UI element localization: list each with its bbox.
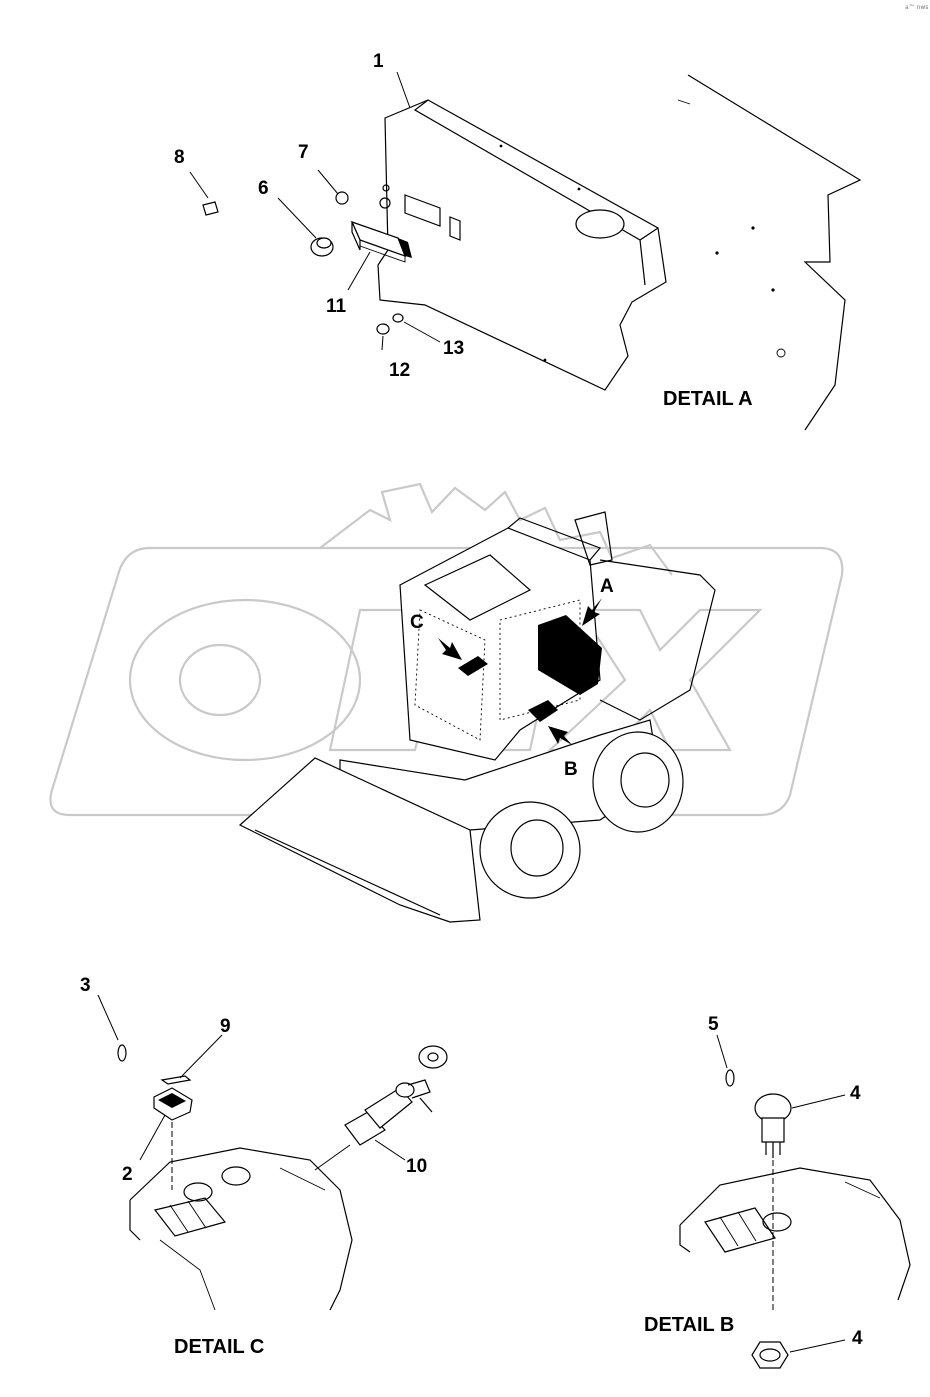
corner-mark: a™ nws — [905, 4, 928, 11]
knob-item-6 — [310, 237, 334, 257]
console-housing — [377, 99, 667, 391]
key-switch-item-10 — [344, 1045, 448, 1146]
indicator-lamp-item-4 — [754, 1093, 792, 1158]
callout-2: 2 — [122, 1164, 133, 1185]
washer-item-13 — [392, 313, 404, 323]
nut-item-12 — [376, 323, 390, 335]
detail-c — [97, 994, 448, 1311]
view-marker-c: C — [410, 612, 424, 633]
detail-b — [679, 1034, 911, 1369]
bulb-item-3 — [117, 1044, 127, 1062]
callout-12: 12 — [389, 360, 410, 381]
callout-8: 8 — [174, 147, 185, 168]
detail-a — [189, 71, 862, 431]
callout-labels: 1 7 8 6 11 13 12 A C B 3 9 2 10 5 4 4 DE… — [80, 51, 863, 1358]
view-marker-a: A — [600, 576, 614, 597]
callout-3: 3 — [80, 975, 91, 996]
callout-6: 6 — [258, 178, 269, 199]
callout-4-nut: 4 — [852, 1328, 863, 1349]
view-marker-b: B — [564, 759, 578, 780]
callout-10: 10 — [406, 1156, 427, 1177]
skid-steer-overview — [238, 511, 716, 923]
callout-9: 9 — [220, 1016, 231, 1037]
clip-item-8 — [202, 201, 219, 216]
detail-a-title: DETAIL A — [663, 388, 753, 410]
rocker-switch-item-11 — [350, 220, 412, 263]
switch-item-2 — [153, 1087, 193, 1121]
callout-7: 7 — [298, 142, 309, 163]
callout-1: 1 — [373, 51, 384, 72]
callout-5: 5 — [708, 1014, 719, 1035]
bulb-item-5 — [725, 1069, 735, 1087]
detail-c-title: DETAIL C — [174, 1336, 264, 1358]
detail-b-title: DETAIL B — [644, 1314, 734, 1336]
gasket-item-9 — [160, 1075, 192, 1085]
callout-11: 11 — [326, 296, 347, 317]
callout-13: 13 — [443, 338, 464, 359]
plug-item-7 — [335, 191, 349, 205]
lamp-nut-item-4 — [751, 1341, 789, 1369]
callout-4-lamp: 4 — [850, 1083, 861, 1104]
